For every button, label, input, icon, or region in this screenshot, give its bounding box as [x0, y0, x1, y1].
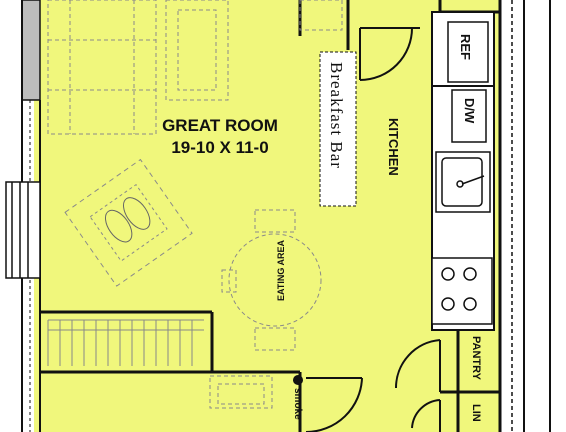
- furniture-cabinet-top: [299, 0, 343, 31]
- fixture-linen-label: LIN: [470, 404, 482, 422]
- furniture-lower: [209, 375, 273, 409]
- lower-room-floor: [40, 372, 420, 432]
- exterior-wall-right: [498, 0, 551, 432]
- eating-area-label: EATING AREA: [276, 240, 286, 302]
- furniture-sofa: [47, 0, 157, 135]
- smoke-detector: [293, 375, 303, 385]
- pantry-linen-walls: [440, 330, 500, 432]
- room-name-great-room: GREAT ROOM: [162, 116, 278, 135]
- linen-door: [411, 399, 441, 432]
- breakfast-bar-label: Breakfast Bar: [327, 62, 346, 169]
- fixture-ref-label: REF: [458, 34, 473, 60]
- sink: [435, 151, 491, 213]
- door-top: [359, 27, 420, 81]
- window-left: [5, 181, 41, 279]
- bedroom-door: [305, 377, 363, 432]
- room-size-great-room: 19-10 X 11-0: [171, 138, 269, 157]
- dishwasher: [451, 89, 487, 143]
- closet-walls: [40, 310, 214, 374]
- furniture-rug-chairs: [64, 158, 193, 287]
- room-name-kitchen: KITCHEN: [386, 118, 401, 176]
- smoke-detector-label: smoke: [292, 388, 303, 420]
- refrigerator: [447, 21, 489, 83]
- fixture-dw-label: D/W: [462, 98, 477, 124]
- breakfast-bar-counter: [319, 51, 357, 207]
- closet-shelf: [47, 319, 204, 366]
- fixture-pantry-label: PANTRY: [470, 336, 482, 380]
- pantry-door: [394, 339, 441, 392]
- range: [431, 257, 493, 325]
- closet-floor: [40, 312, 212, 366]
- furniture-eating-table: [221, 209, 322, 351]
- furniture-table-top: [165, 0, 229, 101]
- floor-area: [34, 0, 500, 432]
